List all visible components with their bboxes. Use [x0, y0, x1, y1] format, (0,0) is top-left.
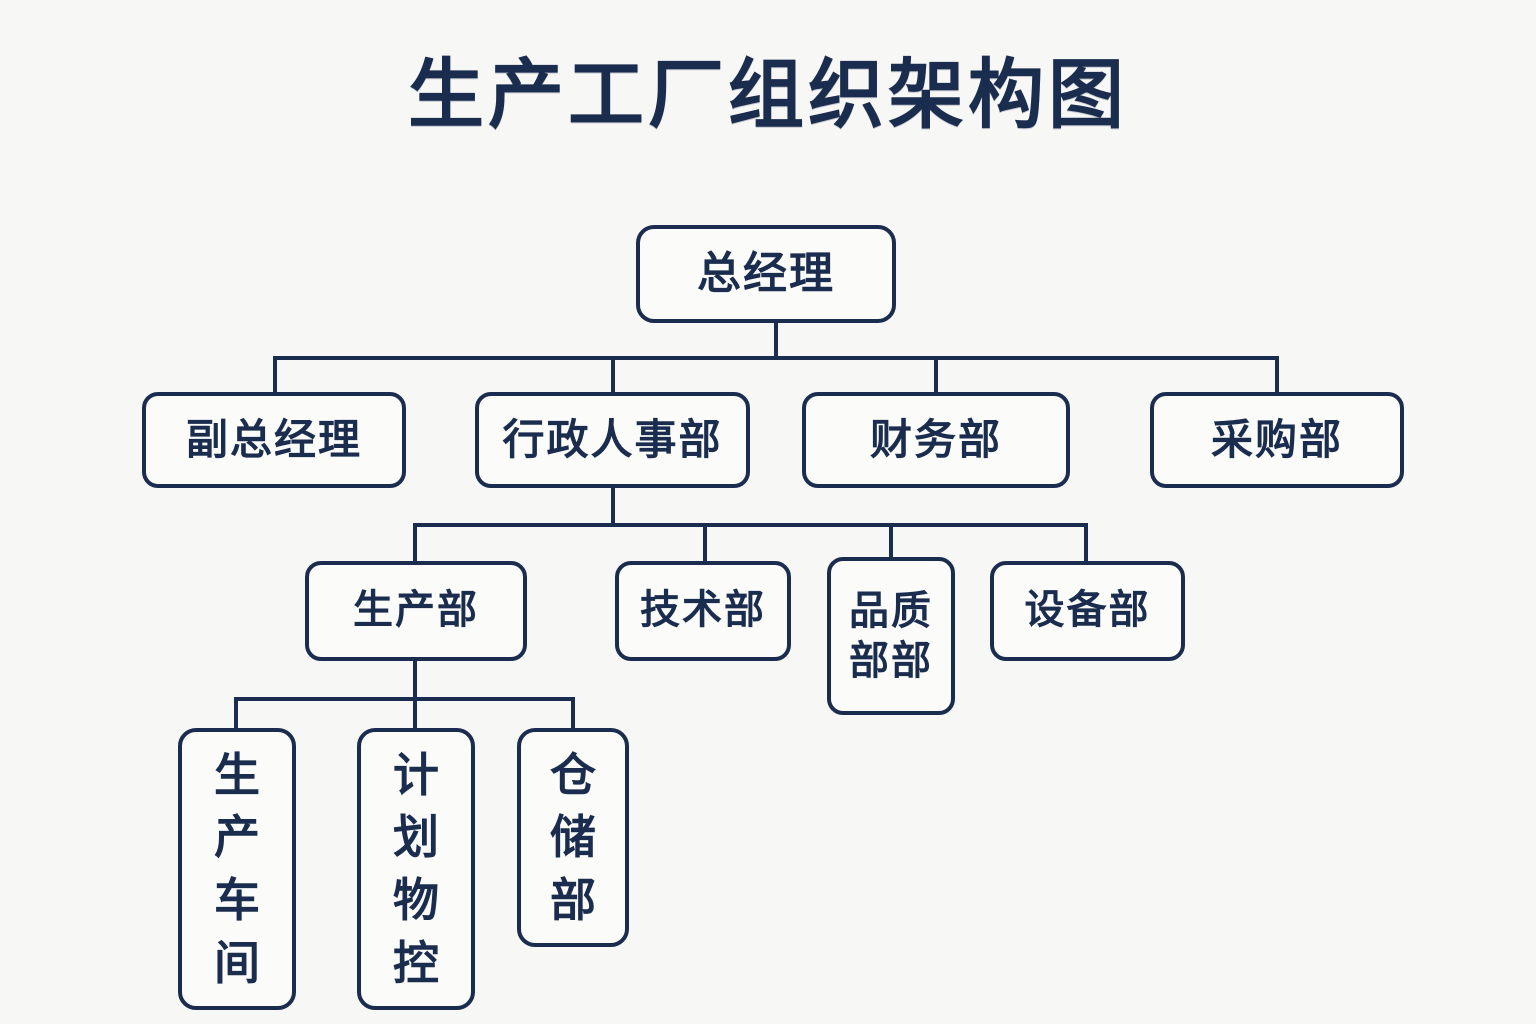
node-label: 品质部部 [849, 589, 933, 683]
node-technical-department[interactable]: 技术部 [615, 561, 791, 661]
node-planning-material-control[interactable]: 计划物控 [357, 728, 475, 1010]
node-label: 仓储部 [549, 748, 596, 926]
node-quality-department[interactable]: 品质部部 [827, 557, 955, 715]
node-finance-department[interactable]: 财务部 [802, 392, 1070, 488]
node-admin-hr-department[interactable]: 行政人事部 [475, 392, 750, 488]
node-label: 财务部 [869, 416, 1002, 464]
node-general-manager[interactable]: 总经理 [636, 225, 896, 323]
node-purchasing-department[interactable]: 采购部 [1150, 392, 1404, 488]
page-title: 生产工厂组织架构图 [408, 53, 1128, 138]
node-label: 生产部 [353, 588, 479, 633]
node-production-workshop[interactable]: 生产车间 [178, 728, 296, 1010]
node-label: 总经理 [697, 249, 835, 299]
node-label: 设备部 [1024, 588, 1151, 633]
node-production-department[interactable]: 生产部 [305, 561, 527, 661]
node-label: 采购部 [1210, 416, 1343, 464]
node-label: 行政人事部 [502, 416, 723, 464]
node-label: 副总经理 [185, 416, 362, 464]
node-label: 技术部 [640, 588, 766, 633]
node-label: 生产车间 [213, 748, 260, 989]
node-warehouse-department[interactable]: 仓储部 [517, 728, 629, 947]
node-label: 计划物控 [392, 748, 439, 989]
node-equipment-department[interactable]: 设备部 [990, 561, 1185, 661]
node-deputy-general-manager[interactable]: 副总经理 [142, 392, 406, 488]
